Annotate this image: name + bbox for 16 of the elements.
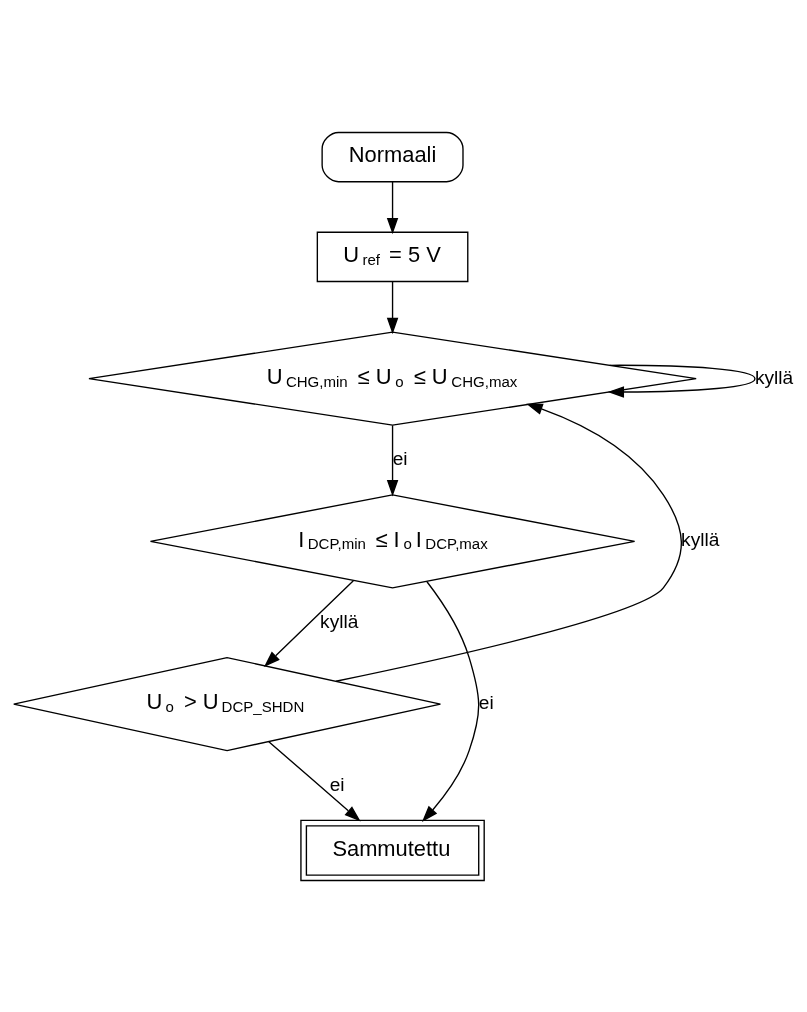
arrow xyxy=(607,364,756,398)
edge-label: ei xyxy=(478,691,494,713)
arrow xyxy=(386,180,399,234)
edge-label: kyllä xyxy=(320,610,359,632)
arrow xyxy=(386,280,399,334)
arrow xyxy=(263,579,355,667)
edge-label: kyllä xyxy=(754,366,794,388)
arrow xyxy=(335,403,683,682)
edge-label: kyllä xyxy=(681,528,720,550)
node-box: Sammutettu xyxy=(300,819,485,881)
node-box: Normaali xyxy=(321,131,464,182)
arrow xyxy=(386,424,399,497)
arrow xyxy=(268,740,361,821)
edge-label: ei xyxy=(329,773,345,795)
edge-label: ei xyxy=(392,447,408,469)
arrow xyxy=(421,580,480,822)
